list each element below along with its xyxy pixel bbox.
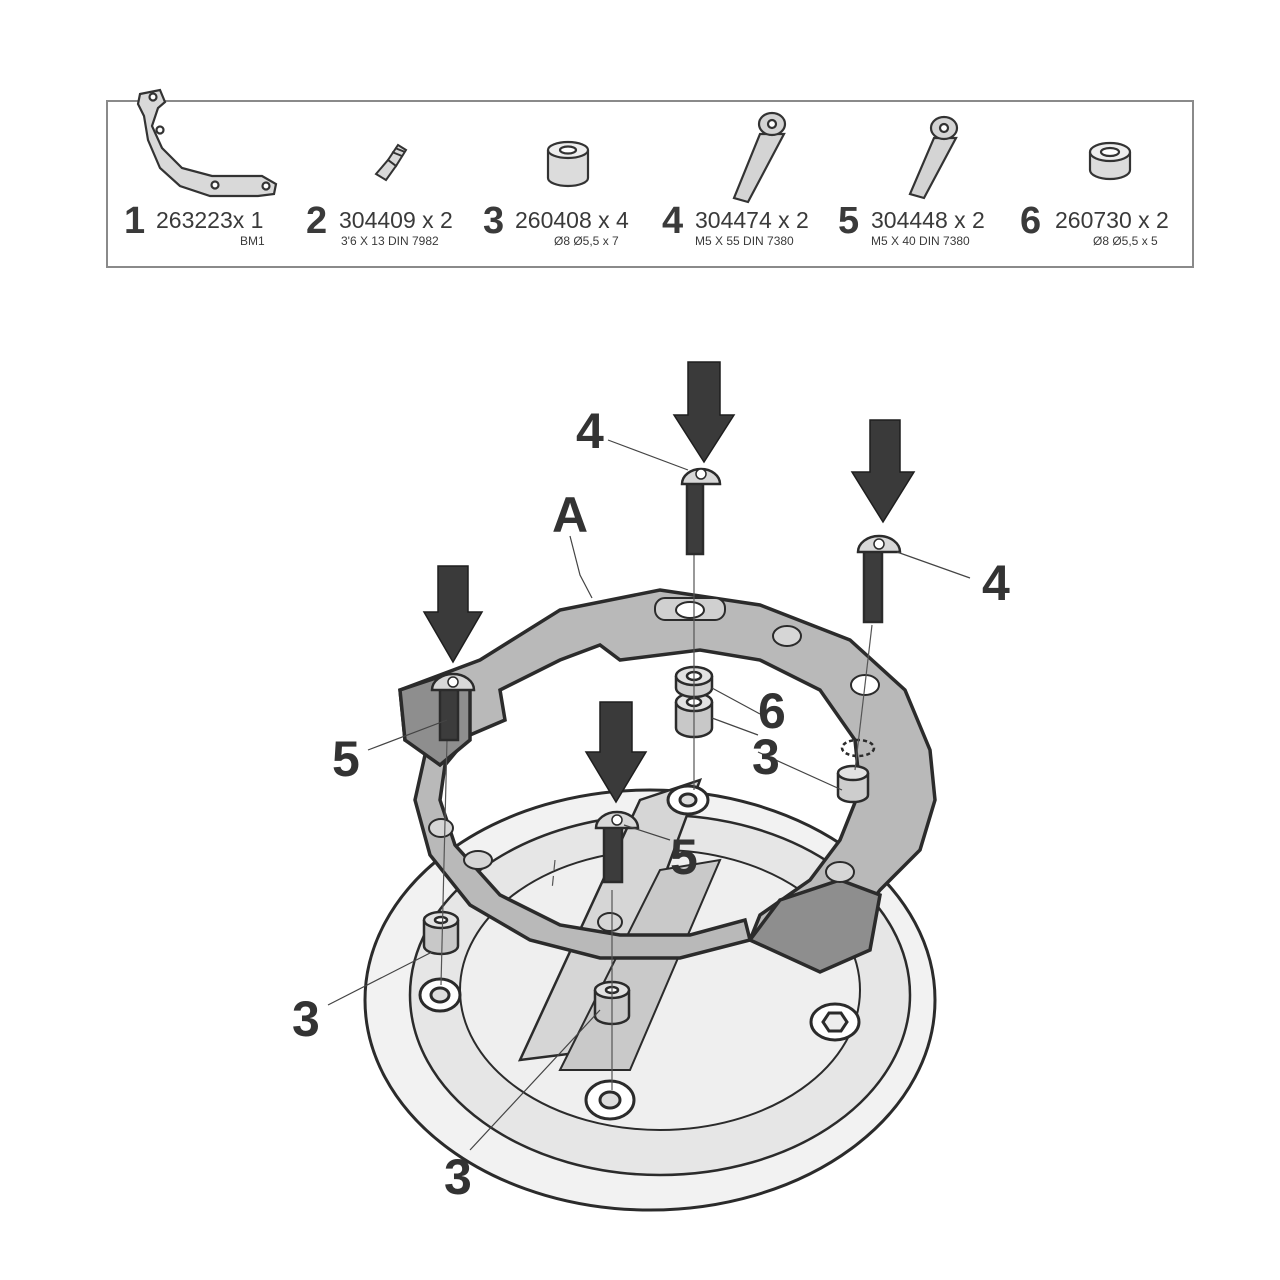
part-5-index: 5 [838,200,860,242]
part-1-code: 263223x 1 [156,207,264,233]
tank-hole [418,977,462,1013]
bolt-left [430,672,476,742]
callout-bolt-left: 5 [332,731,360,787]
part-4-index: 4 [662,200,684,242]
bracket-icon [136,88,278,198]
part-6-index: 6 [1020,200,1042,242]
part-4-code: 304474 x 2 [695,207,809,233]
callout-bolt-rear-center: 4 [576,403,604,459]
part-4-spec: M5 X 55 DIN 7380 [695,234,794,248]
part-2-index: 2 [306,200,328,242]
arrow-down-icon [850,419,916,524]
bolt-rear-center [680,467,722,556]
part-5-code: 304448 x 2 [871,207,985,233]
arrow-down-icon [422,565,484,664]
callout-leaders [327,439,971,1151]
callout-spacer-right: 3 [752,729,780,785]
parts-list-box [106,100,1194,268]
part-2-code: 304409 x 2 [339,207,453,233]
spacer-icon [546,140,590,188]
part-2-spec: 3'6 X 13 DIN 7982 [341,234,439,248]
parts-list-icons [136,88,1132,204]
tank-hole [666,784,710,816]
spacer-short-icon [1088,141,1132,181]
callout-ring-a: A [552,487,588,543]
part-3-code: 260408 x 4 [515,207,629,233]
bolt-front [594,810,640,884]
arrow-down-icon [584,701,648,804]
callout-bolt-rear-right: 4 [982,555,1010,611]
arrow-down-icon [672,361,736,464]
part-3-index: 3 [483,200,505,242]
tank-hole [584,1079,636,1121]
part-5-spec: M5 X 40 DIN 7380 [871,234,970,248]
callout-spacer-front-left: 3 [292,991,320,1047]
hex-plug [809,1002,861,1042]
arrow-icons [422,361,916,804]
bolt-rear-right [856,534,902,624]
tank-ring-bracket [398,588,937,974]
bolt-long-icon [732,111,787,204]
spacer-part-front-left [422,910,460,956]
part-3-spec: Ø8 Ø5,5 x 7 [554,234,619,248]
assembly-axis-lines [440,490,873,1090]
part-1-spec: BM1 [240,234,265,248]
part-1-index: 1 [124,200,146,242]
callout-spacer-front-bottom: 3 [444,1149,472,1205]
screw-icon [374,143,408,182]
callout-bolt-front: 5 [670,829,698,885]
callout-spacer-small: 6 [758,683,786,739]
bolt-medium-icon [908,115,959,200]
part-6-code: 260730 x 2 [1055,207,1169,233]
part-6-spec: Ø8 Ø5,5 x 5 [1093,234,1158,248]
